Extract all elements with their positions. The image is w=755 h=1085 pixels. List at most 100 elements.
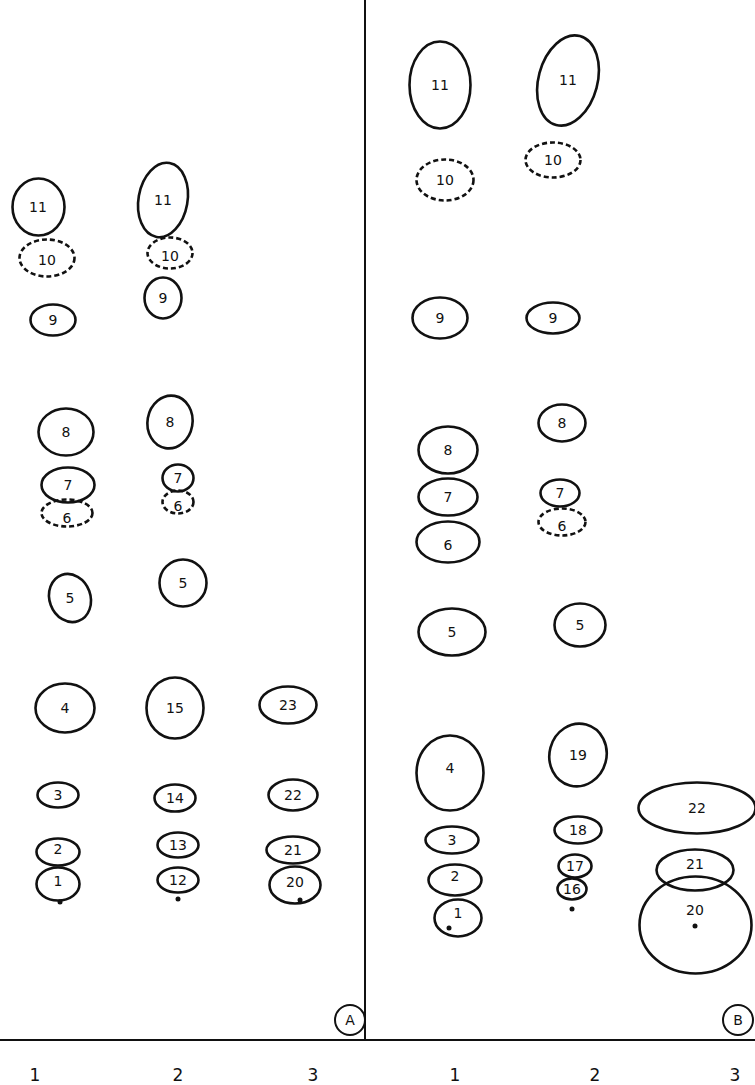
spot-number: 10: [161, 248, 179, 264]
chromatogram-spot: 10: [524, 141, 582, 179]
spot-number: 9: [436, 310, 445, 326]
chromatogram-spot: 4: [415, 734, 485, 812]
chromatogram-spot: 6: [40, 498, 94, 528]
spot-number: 14: [166, 790, 184, 806]
spot-number: 8: [166, 414, 175, 430]
spot-number: 11: [29, 199, 47, 215]
chromatogram-spot: 22: [267, 778, 319, 812]
spot-number: 11: [559, 72, 577, 88]
chromatogram-spot: 21: [265, 835, 321, 865]
lane-number: 2: [173, 1065, 184, 1085]
panel-letter-text: A: [345, 1012, 355, 1028]
spot-number: 5: [179, 575, 188, 591]
chromatogram-spot: 11: [537, 33, 599, 128]
spot-number: 9: [49, 312, 58, 328]
chromatogram-spot: 7: [539, 478, 581, 508]
spot-number: 2: [54, 841, 63, 857]
chromatogram-spot: 11: [11, 177, 66, 237]
chromatogram-spot: 5: [417, 607, 487, 657]
spot-number: 6: [558, 518, 567, 534]
spot-number: 20: [686, 902, 704, 918]
chromatogram-spot: 3: [36, 781, 80, 809]
chromatogram-spot: 9: [143, 276, 183, 320]
panel-letter-text: B: [733, 1012, 743, 1028]
chromatogram-spot: 6: [415, 520, 481, 564]
chromatogram-spot: 21: [655, 848, 735, 892]
spot-number: 5: [576, 617, 585, 633]
spot-number: 6: [174, 498, 183, 514]
spot-number: 2: [451, 868, 460, 884]
panel-letter: B: [722, 1004, 754, 1036]
chromatogram-spot: 9: [411, 296, 469, 340]
spot-number: 1: [454, 905, 463, 921]
divider-line: [364, 0, 366, 1040]
chromatogram-spot: 11: [408, 40, 472, 130]
chromatogram-spot: 3: [424, 825, 480, 855]
chromatogram-spot: 14: [153, 783, 197, 813]
chromatogram-spot: 9: [29, 303, 77, 337]
spot-number: 17: [566, 858, 584, 874]
chromatogram-spot: 2: [35, 837, 81, 867]
chromatogram-spot: 13: [156, 831, 200, 859]
origin-dot: [693, 924, 698, 929]
spot-number: 6: [63, 510, 72, 526]
chromatogram-spot: 7: [40, 466, 96, 504]
chromatogram-spot: 17: [557, 853, 593, 879]
chromatogram-spot: 20: [638, 875, 753, 975]
spot-number: 11: [431, 77, 449, 93]
chromatogram-spot: 10: [146, 236, 194, 270]
spot-number: 5: [66, 590, 75, 606]
spot-number: 8: [444, 442, 453, 458]
chromatogram-spot: 6: [537, 507, 587, 537]
chromatogram-spot: 15: [145, 676, 205, 740]
spot-number: 22: [688, 800, 706, 816]
spot-number: 8: [62, 424, 71, 440]
chromatogram-spot: 9: [525, 301, 581, 335]
spot-number: 9: [549, 310, 558, 326]
panel-letter: A: [334, 1004, 366, 1036]
spot-number: 18: [569, 822, 587, 838]
spot-number: 7: [444, 489, 453, 505]
chromatogram-spot: 7: [161, 463, 195, 493]
origin-dot: [176, 897, 181, 902]
spot-number: 12: [169, 872, 187, 888]
chromatogram-spot: 12: [156, 866, 200, 894]
chromatogram-spot: 11: [137, 161, 189, 239]
chromatogram-spot: 5: [48, 572, 92, 624]
lane-number: 3: [308, 1065, 319, 1085]
spot-number: 11: [154, 192, 172, 208]
chromatogram-spot: 4: [34, 682, 96, 734]
spot-number: 3: [54, 787, 63, 803]
chromatogram-spot: 23: [258, 685, 318, 725]
spot-number: 23: [279, 697, 297, 713]
chromatogram-spot: 8: [537, 403, 587, 443]
spot-number: 15: [166, 700, 184, 716]
spot-number: 10: [38, 252, 56, 268]
chromatogram-spot: 10: [415, 158, 475, 202]
chromatogram-spot: 1: [433, 898, 483, 938]
chromatogram-spot: 5: [553, 602, 607, 648]
chromatogram-spot: 18: [553, 815, 603, 845]
lane-number: 1: [30, 1065, 41, 1085]
spot-outline: [638, 875, 753, 975]
spot-number: 4: [446, 760, 455, 776]
spot-number: 7: [556, 485, 565, 501]
spot-number: 19: [569, 747, 587, 763]
baseline: [0, 1039, 755, 1041]
spot-number: 20: [286, 874, 304, 890]
spot-number: 21: [284, 842, 302, 858]
spot-number: 7: [64, 477, 73, 493]
chromatogram-spot: 10: [18, 238, 76, 278]
spot-number: 1: [54, 873, 63, 889]
spot-number: 8: [558, 415, 567, 431]
spot-number: 13: [169, 837, 187, 853]
spot-number: 22: [284, 787, 302, 803]
spot-number: 4: [61, 700, 70, 716]
chromatogram-spot: 5: [158, 558, 208, 608]
spot-number: 16: [563, 881, 581, 897]
chromatogram-spot: 16: [556, 877, 588, 901]
chromatogram-spot: 1: [35, 866, 81, 902]
chromatogram-spot: 8: [37, 407, 95, 457]
chromatogram-spot: 6: [161, 489, 195, 515]
chromatogram-spot: 20: [268, 865, 322, 905]
